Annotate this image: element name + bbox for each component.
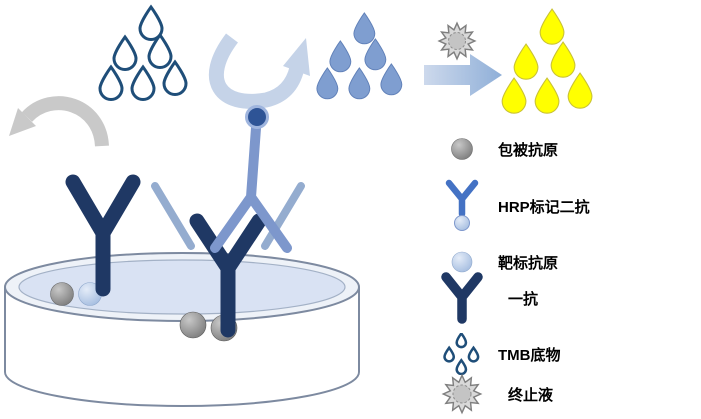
wash-arrow	[9, 96, 109, 147]
stop-arrow-shape	[424, 54, 502, 96]
legend-item-primary-antibody: 一抗	[434, 272, 538, 324]
add-substrate-arrow	[208, 33, 310, 109]
droplet-icon	[567, 72, 593, 109]
tmb-substrate-icon	[434, 333, 490, 375]
droplet-icon	[353, 12, 376, 45]
droplet-icon	[98, 65, 124, 101]
legend-label: 靶标抗原	[498, 254, 559, 272]
legend-item-hrp-secondary: HRP标记二抗	[434, 178, 590, 234]
wash-arrowhead	[9, 108, 36, 136]
legend-label: 终止液	[508, 386, 554, 404]
hrp-secondary-antibody-icon	[434, 178, 490, 234]
droplet-icon	[329, 40, 352, 73]
center-detection-complex	[151, 105, 305, 342]
droplet-icon	[501, 77, 527, 114]
stop-solution-icon	[434, 372, 490, 416]
legend-item-stop-solution: 终止液	[434, 372, 553, 416]
target-antigen-icon	[434, 249, 490, 275]
coated-antigen-circle	[179, 311, 207, 339]
secondary-antibody-arms	[151, 182, 305, 250]
add-substrate-arrowhead	[283, 38, 310, 76]
droplet-icon	[380, 63, 403, 96]
stopped-droplets-yellow	[501, 8, 593, 114]
stop-arrow	[424, 54, 502, 96]
primary-antibody-icon	[434, 272, 490, 324]
legend-label: 一抗	[508, 290, 539, 308]
left-capture-complex	[50, 174, 141, 306]
developed-droplets-blue	[316, 12, 403, 100]
droplet-icon	[162, 60, 188, 96]
droplet-icon	[534, 77, 560, 114]
droplet-icon	[316, 67, 339, 100]
hrp-secondary-antibody	[210, 123, 292, 253]
droplet-icon	[539, 8, 565, 45]
coated-antigen-icon	[434, 136, 490, 162]
droplet-icon	[130, 65, 156, 101]
coated-antigen-circle	[50, 282, 74, 306]
hrp-enzyme-circle	[245, 105, 269, 129]
tmb-substrate-droplets	[98, 5, 188, 101]
legend-label: HRP标记二抗	[498, 198, 590, 216]
droplet-icon	[550, 41, 576, 78]
legend-label: TMB底物	[498, 346, 561, 364]
legend-label: 包被抗原	[498, 141, 559, 159]
droplet-icon	[112, 35, 138, 71]
legend-item-coated-antigen: 包被抗原	[434, 136, 558, 162]
add-substrate-arrow-body	[208, 33, 305, 109]
droplet-icon	[348, 67, 371, 100]
stop-solution-icon	[438, 22, 476, 60]
legend-item-target-antigen: 靶标抗原	[434, 249, 558, 275]
primary-antibody	[65, 174, 141, 297]
wash-arrow-body	[21, 96, 109, 147]
starburst-center	[448, 32, 466, 50]
droplet-icon	[513, 43, 539, 80]
legend-item-tmb-substrate: TMB底物	[434, 333, 561, 375]
